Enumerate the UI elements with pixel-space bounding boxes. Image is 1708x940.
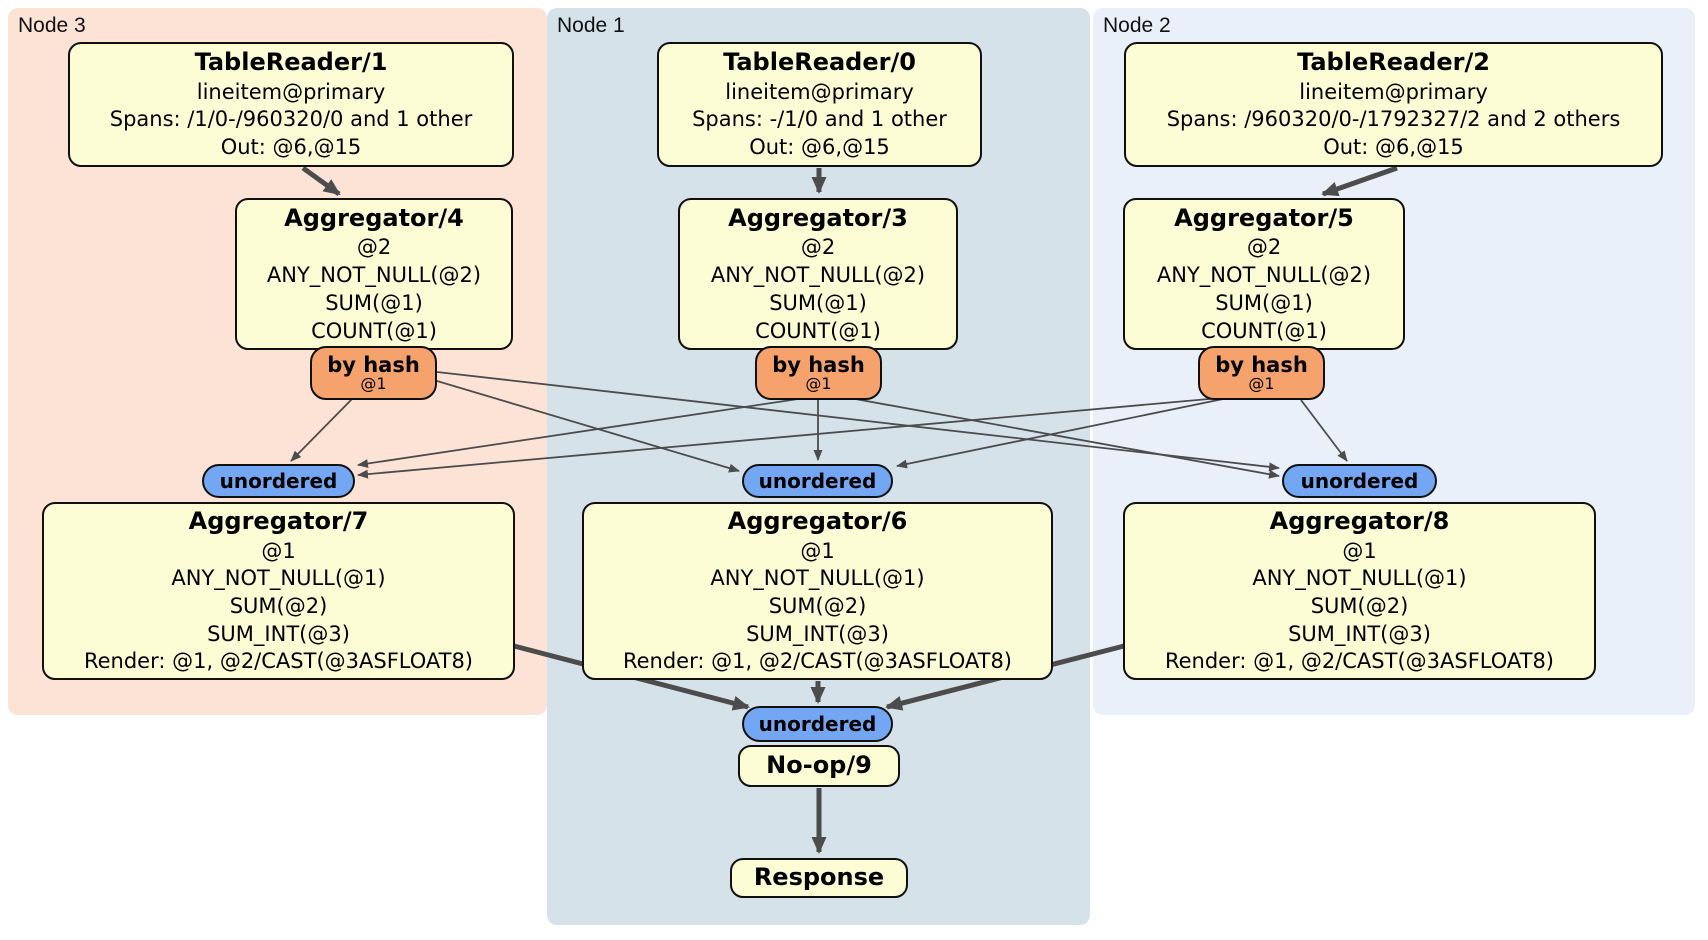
edge-bhm-uor bbox=[849, 397, 1280, 479]
router-detail: @1 bbox=[1248, 373, 1275, 393]
aggregator-3-node: Aggregator/3 @2 ANY_NOT_NULL(@2) SUM(@1)… bbox=[678, 198, 958, 350]
router-detail: @1 bbox=[805, 373, 832, 393]
node-detail-line: @1 bbox=[261, 538, 296, 563]
node-detail-line: SUM(@2) bbox=[768, 593, 867, 618]
node-detail-line: @2 bbox=[800, 235, 836, 260]
node-detail-line: COUNT(@1) bbox=[755, 318, 881, 343]
response-node: Response bbox=[730, 858, 908, 898]
node-title: Response bbox=[753, 863, 885, 892]
aggregator-8-node: Aggregator/8 @1 ANY_NOT_NULL(@1) SUM(@2)… bbox=[1123, 502, 1596, 680]
edge-bhl-uor bbox=[436, 371, 1280, 472]
by-hash-router-node3: by hash @1 bbox=[310, 346, 437, 400]
node-detail-line: SUM_INT(@3) bbox=[207, 621, 350, 646]
node-3-label: Node 3 bbox=[18, 14, 86, 37]
edge-bhr-uor bbox=[1300, 399, 1348, 462]
node-detail-line: ANY_NOT_NULL(@1) bbox=[710, 566, 925, 591]
node-detail-line: @2 bbox=[356, 235, 392, 260]
node-detail-line: SUM_INT(@3) bbox=[746, 621, 889, 646]
router-label: by hash bbox=[327, 352, 420, 377]
node-detail-line: Out: @6,@15 bbox=[220, 135, 362, 160]
node-detail-line: Spans: /960320/0-/1792327/2 and 2 others bbox=[1166, 107, 1621, 132]
router-label: by hash bbox=[1215, 352, 1308, 377]
edge-bhr-uom bbox=[896, 398, 1224, 469]
node-title: Aggregator/4 bbox=[284, 203, 464, 232]
node-detail-line: Spans: /1/0-/960320/0 and 1 other bbox=[109, 107, 473, 132]
node-detail-line: Render: @1, @2/CAST(@3ASFLOAT8) bbox=[83, 649, 474, 674]
node-detail-line: lineitem@primary bbox=[725, 79, 914, 104]
node-title: Aggregator/3 bbox=[728, 203, 908, 232]
node-detail-line: ANY_NOT_NULL(@1) bbox=[1252, 566, 1467, 591]
aggregator-5-node: Aggregator/5 @2 ANY_NOT_NULL(@2) SUM(@1)… bbox=[1123, 198, 1405, 350]
tablereader-1-node: TableReader/1 lineitem@primary Spans: /1… bbox=[68, 42, 514, 167]
tablereader-2-node: TableReader/2 lineitem@primary Spans: /9… bbox=[1124, 42, 1663, 167]
node-detail-line: COUNT(@1) bbox=[311, 318, 437, 343]
node-detail-line: ANY_NOT_NULL(@2) bbox=[266, 263, 482, 288]
tablereader-0-node: TableReader/0 lineitem@primary Spans: -/… bbox=[657, 42, 982, 167]
node-1-label: Node 1 bbox=[557, 14, 625, 37]
sync-label: unordered bbox=[219, 469, 338, 493]
unordered-sync-node1: unordered bbox=[742, 464, 893, 498]
node-detail-line: SUM_INT(@3) bbox=[1288, 621, 1431, 646]
node-detail-line: SUM(@2) bbox=[229, 593, 328, 618]
node-title: Aggregator/6 bbox=[727, 506, 908, 535]
node-title: TableReader/0 bbox=[723, 48, 916, 77]
node-detail-line: COUNT(@1) bbox=[1201, 318, 1327, 343]
router-detail: @1 bbox=[360, 373, 387, 393]
edge-bhl-uom bbox=[436, 380, 740, 473]
sync-label: unordered bbox=[758, 712, 877, 736]
node-detail-line: SUM(@1) bbox=[1215, 290, 1313, 315]
node-detail-line: lineitem@primary bbox=[196, 79, 386, 104]
edge-tr1-agg4 bbox=[301, 165, 341, 197]
by-hash-router-node1: by hash @1 bbox=[755, 346, 882, 400]
node-detail-line: Spans: -/1/0 and 1 other bbox=[692, 107, 947, 132]
node-title: TableReader/2 bbox=[1297, 48, 1490, 77]
node-detail-line: Render: @1, @2/CAST(@3ASFLOAT8) bbox=[622, 649, 1013, 674]
node-2-label: Node 2 bbox=[1103, 14, 1171, 37]
aggregator-7-node: Aggregator/7 @1 ANY_NOT_NULL(@1) SUM(@2)… bbox=[42, 502, 515, 680]
node-detail-line: SUM(@1) bbox=[769, 290, 867, 315]
edge-bhl-uol bbox=[290, 398, 353, 462]
node-detail-line: ANY_NOT_NULL(@2) bbox=[710, 263, 926, 288]
sync-label: unordered bbox=[1300, 469, 1419, 493]
unordered-sync-node2: unordered bbox=[1282, 464, 1437, 498]
node-detail-line: @2 bbox=[1246, 235, 1282, 260]
node-title: Aggregator/7 bbox=[188, 506, 369, 535]
edge-tr2-agg5 bbox=[1321, 165, 1398, 197]
aggregator-4-node: Aggregator/4 @2 ANY_NOT_NULL(@2) SUM(@1)… bbox=[235, 198, 513, 350]
node-title: Aggregator/8 bbox=[1269, 506, 1450, 535]
node-title: Aggregator/5 bbox=[1174, 203, 1354, 232]
node-title: TableReader/1 bbox=[194, 48, 388, 77]
node-detail-line: ANY_NOT_NULL(@1) bbox=[171, 566, 386, 591]
node-detail-line: Out: @6,@15 bbox=[1323, 135, 1464, 160]
node-detail-line: SUM(@2) bbox=[1310, 593, 1409, 618]
unordered-sync-final: unordered bbox=[742, 706, 893, 742]
node-detail-line: Out: @6,@15 bbox=[749, 135, 890, 160]
node-detail-line: @1 bbox=[800, 538, 835, 563]
aggregator-6-node: Aggregator/6 @1 ANY_NOT_NULL(@1) SUM(@2)… bbox=[582, 502, 1053, 680]
by-hash-router-node2: by hash @1 bbox=[1198, 346, 1325, 400]
edge-bhr-uol bbox=[357, 397, 1221, 479]
node-detail-line: Render: @1, @2/CAST(@3ASFLOAT8) bbox=[1164, 649, 1555, 674]
edge-bhm-uol bbox=[357, 398, 799, 468]
node-detail-line: ANY_NOT_NULL(@2) bbox=[1156, 263, 1372, 288]
node-detail-line: SUM(@1) bbox=[325, 290, 423, 315]
node-title: No-op/9 bbox=[766, 751, 872, 780]
noop-9-node: No-op/9 bbox=[738, 745, 900, 787]
node-detail-line: @1 bbox=[1342, 538, 1377, 563]
sync-label: unordered bbox=[758, 469, 877, 493]
router-label: by hash bbox=[772, 352, 865, 377]
unordered-sync-node3: unordered bbox=[202, 464, 355, 498]
node-detail-line: lineitem@primary bbox=[1299, 79, 1488, 104]
